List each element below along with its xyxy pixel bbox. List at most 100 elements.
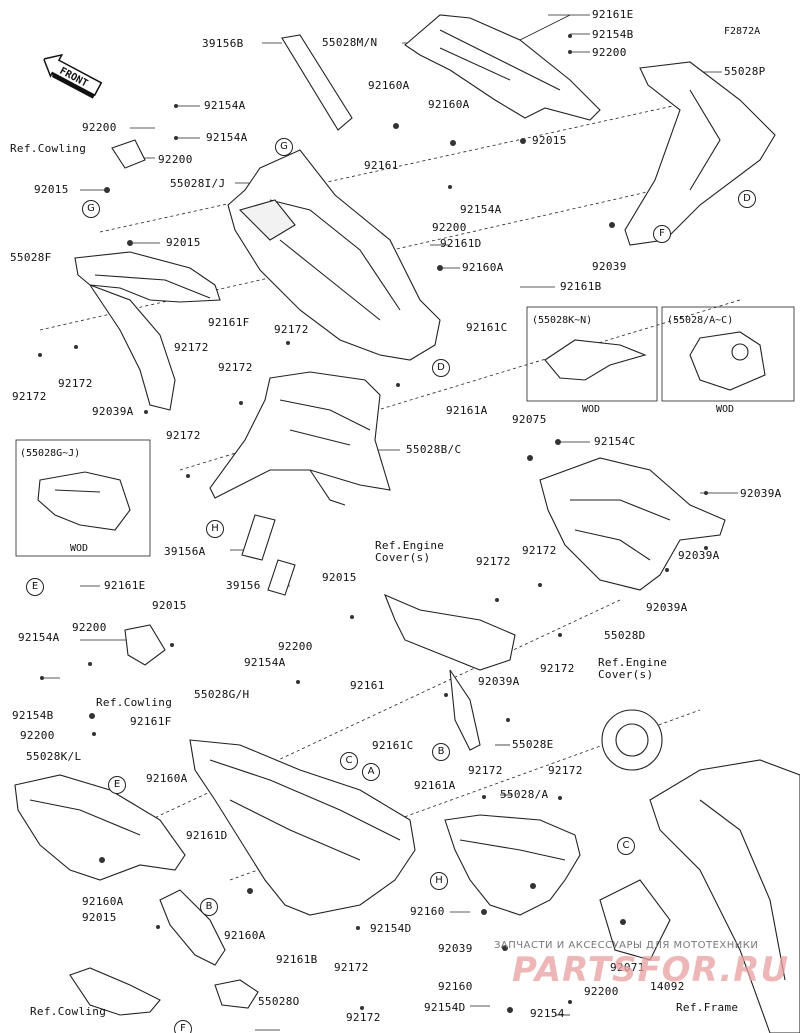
part-label: 92161D (186, 829, 228, 842)
part-label: 92172 (166, 429, 201, 442)
part-label: 39156B (202, 37, 244, 50)
part-label: 92161B (276, 953, 318, 966)
part-label: 92160A (224, 929, 266, 942)
part-label: 92039A (92, 405, 134, 418)
part-label: 92200 (72, 621, 107, 634)
ref-engine-cover-label: Ref.Engine Cover(s) (375, 539, 445, 564)
part-label: 92154B (592, 28, 634, 41)
callout-h: H (206, 520, 224, 538)
wod-label: WOD (70, 543, 89, 554)
box-caption-a-c: (55028/A~C) (667, 315, 734, 326)
part-label: 55028/A (500, 788, 549, 801)
watermark-caption: ЗАПЧАСТИ И АКСЕССУАРЫ ДЛЯ МОТОТЕХНИКИ (494, 940, 759, 951)
part-label: 92172 (548, 764, 583, 777)
part-label: 39156 (226, 579, 261, 592)
part-label: 92200 (20, 729, 55, 742)
callout-c: C (340, 752, 358, 770)
part-label: 92200 (592, 46, 627, 59)
callout-c: C (617, 837, 635, 855)
part-label: 92200 (158, 153, 193, 166)
part-label: 92172 (540, 662, 575, 675)
part-label: 92039A (678, 549, 720, 562)
callout-b: B (432, 743, 450, 761)
part-label: 92154A (206, 131, 248, 144)
part-label: 92039 (592, 260, 627, 273)
part-label: 92160A (462, 261, 504, 274)
part-label: 92015 (34, 183, 69, 196)
part-label: 92071 (610, 961, 645, 974)
part-label: 92172 (58, 377, 93, 390)
part-label: 92015 (82, 911, 117, 924)
part-label: 92015 (322, 571, 357, 584)
wod-label: WOD (582, 404, 601, 415)
callout-f: F (653, 225, 671, 243)
part-label: 92172 (476, 555, 511, 568)
part-label: 92172 (346, 1011, 381, 1024)
callout-b: B (200, 898, 218, 916)
part-label: 92075 (512, 413, 547, 426)
callout-e: E (26, 578, 44, 596)
part-label: 92161C (466, 321, 508, 334)
part-label: 55028O (258, 995, 300, 1008)
part-label: 92039A (740, 487, 782, 500)
callout-d: D (738, 190, 756, 208)
part-label: 55028G/H (194, 688, 250, 701)
part-label: 92154B (12, 709, 54, 722)
part-label: 55028B/C (406, 443, 462, 456)
part-label: 92039A (646, 601, 688, 614)
ref-engine-cover-label: Ref.Engine Cover(s) (598, 656, 668, 681)
part-label: 39156A (164, 545, 206, 558)
part-label: 92161D (440, 237, 482, 250)
part-label: 92161 (364, 159, 399, 172)
part-label: 92161F (208, 316, 250, 329)
part-label: 92200 (82, 121, 117, 134)
part-label: 92172 (274, 323, 309, 336)
diagram-code: F2872A (724, 26, 761, 37)
part-label: 92015 (532, 134, 567, 147)
watermark-logo: PARTSFOR.RU (512, 950, 790, 990)
part-label: 92160A (368, 79, 410, 92)
part-label: 92161E (104, 579, 146, 592)
part-label: 92154 (530, 1007, 565, 1020)
ref-cowling-label: Ref.Cowling (10, 142, 87, 155)
part-label: 55028E (512, 738, 554, 751)
part-label: 92172 (522, 544, 557, 557)
part-label: 92161 (350, 679, 385, 692)
ref-cowling-label: Ref.Cowling (96, 696, 173, 709)
part-label: 92154A (18, 631, 60, 644)
part-label: 92172 (174, 341, 209, 354)
part-label: 14092 (650, 980, 685, 993)
callout-g: G (275, 138, 293, 156)
ref-frame-label: Ref.Frame (676, 1001, 739, 1014)
callout-h: H (430, 872, 448, 890)
callout-f: F (174, 1020, 192, 1033)
part-label: 92161A (446, 404, 488, 417)
part-label: 92200 (432, 221, 467, 234)
part-label: 55028I/J (170, 177, 226, 190)
part-label: 92160A (146, 772, 188, 785)
callout-a: A (362, 763, 380, 781)
box-caption-g-j: (55028G~J) (20, 448, 81, 459)
part-label: 92154A (460, 203, 502, 216)
part-label: 92160 (438, 980, 473, 993)
box-caption-k-n: (55028K~N) (532, 315, 593, 326)
part-label: 92015 (152, 599, 187, 612)
part-label: 92154D (424, 1001, 466, 1014)
part-label: 92172 (12, 390, 47, 403)
wod-label: WOD (716, 404, 735, 415)
part-label: 92161C (372, 739, 414, 752)
part-label: 92200 (278, 640, 313, 653)
ref-cowling-label: Ref.Cowling (30, 1005, 107, 1018)
part-label: 55028D (604, 629, 646, 642)
part-label: 55028K/L (26, 750, 82, 763)
part-label: 92154A (204, 99, 246, 112)
part-label: 92154C (594, 435, 636, 448)
part-label: 92172 (468, 764, 503, 777)
callout-g: G (82, 200, 100, 218)
part-label: 92160A (428, 98, 470, 111)
part-label: 55028F (10, 251, 52, 264)
part-label: 92172 (218, 361, 253, 374)
part-label: 92161A (414, 779, 456, 792)
